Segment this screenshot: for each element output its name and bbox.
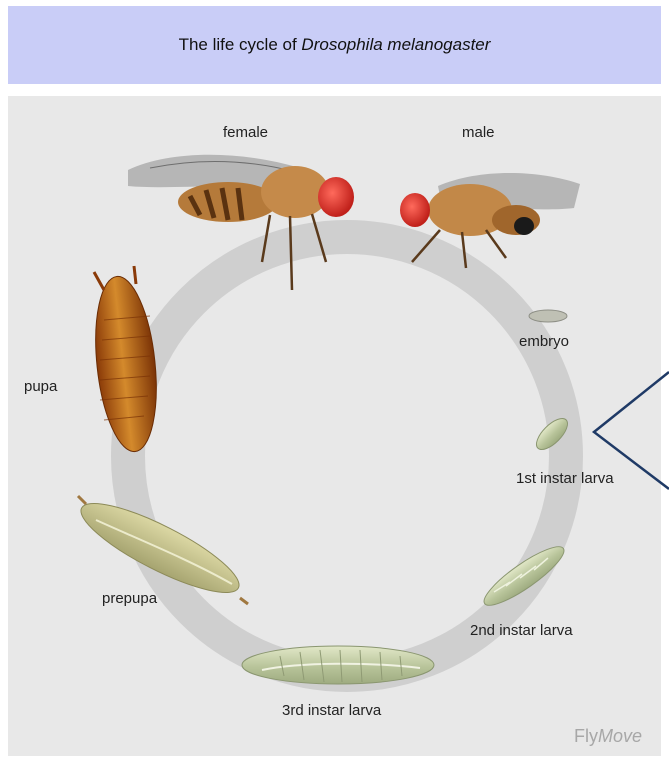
- pupa: [88, 266, 164, 455]
- credit-fly: Fly: [574, 726, 598, 746]
- label-first-instar-larva: 1st instar larva: [516, 470, 614, 487]
- cycle-ring: [128, 237, 566, 675]
- label-pupa: pupa: [24, 378, 57, 395]
- label-female: female: [223, 124, 268, 141]
- credit-move: Move: [598, 726, 642, 746]
- label-third-instar-larva: 3rd instar larva: [282, 702, 381, 719]
- label-male: male: [462, 124, 495, 141]
- embryo: [529, 310, 567, 322]
- label-prepupa: prepupa: [102, 590, 157, 607]
- third-instar-larva: [242, 646, 434, 684]
- label-second-instar-larva: 2nd instar larva: [470, 622, 573, 639]
- label-embryo: embryo: [519, 333, 569, 350]
- flymove-credit: FlyMove: [574, 726, 642, 747]
